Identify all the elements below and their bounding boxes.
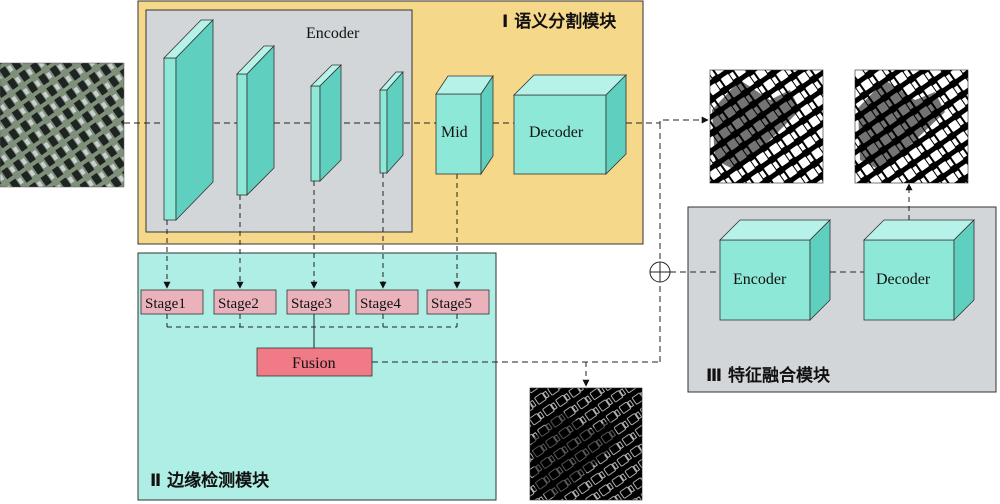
segmentation-mask	[709, 69, 824, 184]
stage3-box: Stage3	[286, 289, 350, 315]
encoder-stage2-block	[236, 45, 275, 196]
satellite-image	[0, 62, 125, 188]
refined-segmentation-mask	[854, 69, 969, 184]
encoder-stage3-block	[310, 64, 342, 182]
decoder-output-arrow	[626, 116, 709, 124]
fusion-label: Fusion	[292, 355, 336, 372]
stage1-box: Stage1	[140, 289, 204, 315]
encoder-stage4-block	[379, 70, 404, 175]
mid-block: Mid	[435, 74, 494, 176]
stage3-label: Stage3	[291, 296, 332, 312]
edge-module-title: Ⅱ 边缘检测模块	[150, 470, 270, 491]
mid-label: Mid	[441, 124, 468, 141]
sum-icon	[649, 261, 671, 283]
decoder-label: Decoder	[529, 124, 584, 141]
stage5-label: Stage5	[431, 296, 472, 312]
stage2-box: Stage2	[213, 289, 277, 315]
stage4-label: Stage4	[360, 296, 401, 312]
fusion-encoder-label: Encoder	[733, 271, 787, 288]
fusion-decoder-block: Decoder	[863, 219, 975, 321]
edge-map	[529, 387, 643, 501]
fusion-encoder-block: Encoder	[719, 219, 831, 321]
stage2-label: Stage2	[218, 296, 259, 312]
encoder-stage1-block	[163, 19, 214, 221]
stage5-box: Stage5	[426, 289, 490, 315]
stage1-label: Stage1	[145, 296, 186, 312]
encoder-label: Encoder	[306, 25, 360, 42]
fusion-module-title: Ⅲ 特征融合模块	[706, 365, 831, 386]
fusion-decoder-label: Decoder	[876, 271, 931, 288]
semantic-module-title: Ⅰ 语义分割模块	[502, 11, 617, 32]
stage-aggregation-lines	[166, 314, 458, 328]
fusion-box: Fusion	[256, 347, 373, 377]
stage4-box: Stage4	[355, 289, 419, 315]
decoder-block: Decoder	[513, 74, 627, 175]
